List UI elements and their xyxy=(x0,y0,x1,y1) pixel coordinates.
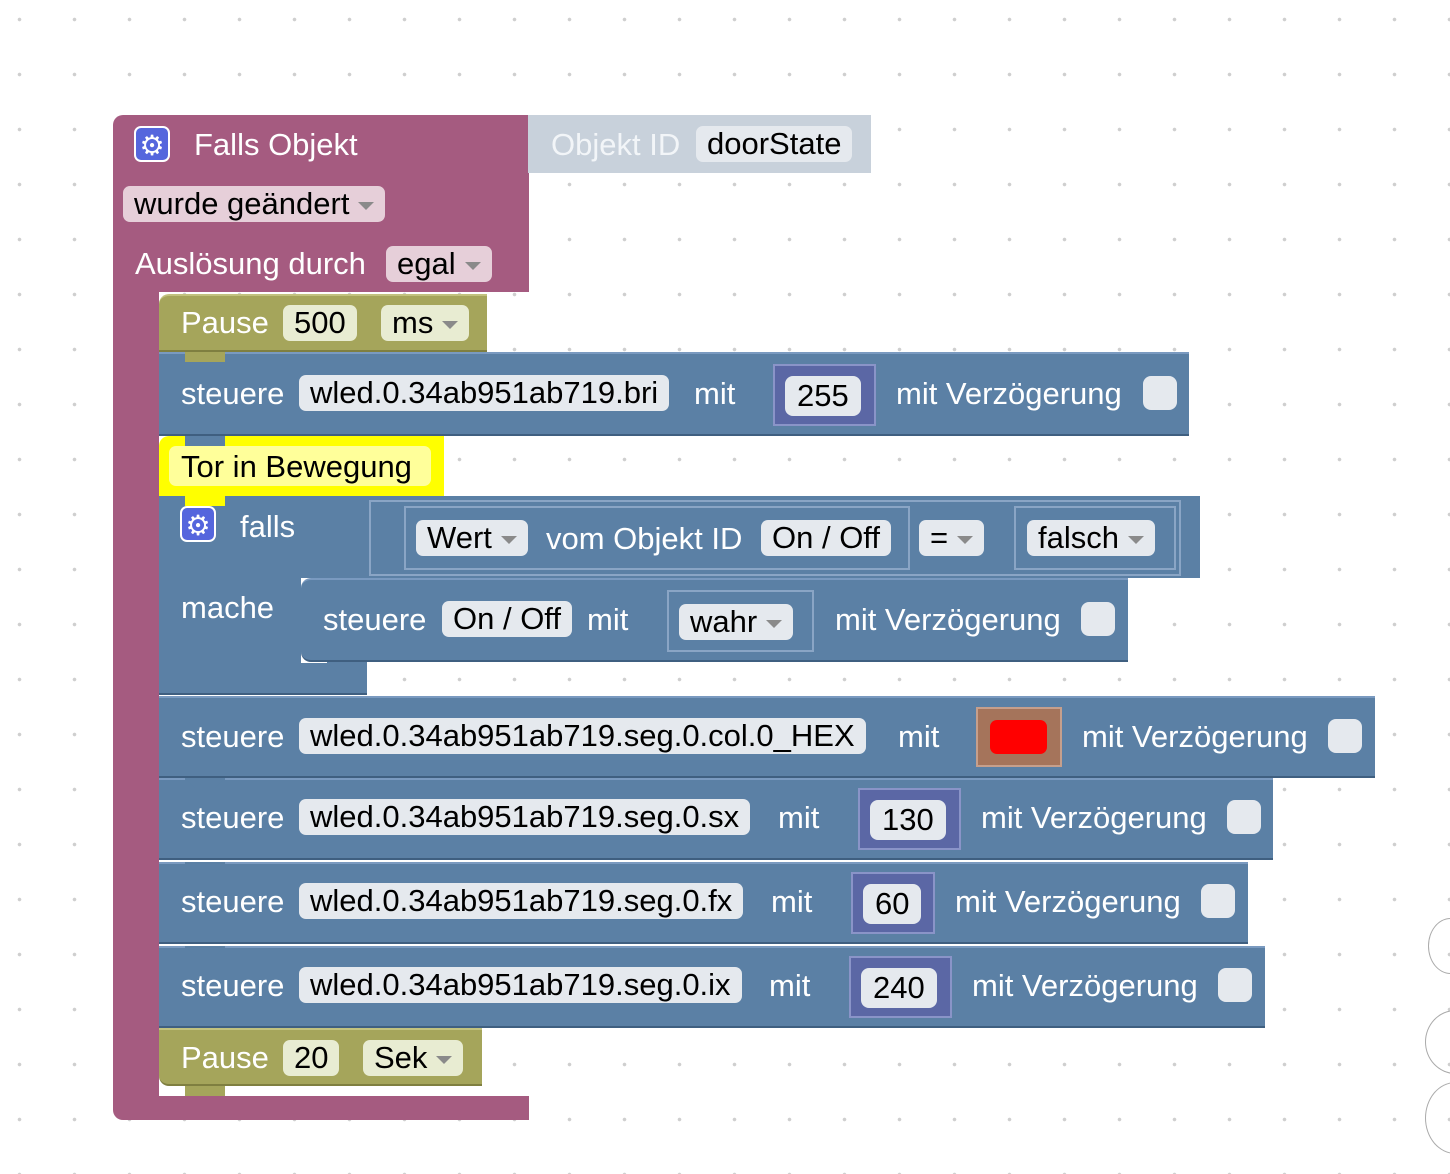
zoom-reset-control[interactable] xyxy=(1428,918,1450,974)
control-with-label: mit xyxy=(587,602,629,637)
chevron-down-icon xyxy=(957,535,974,544)
event-title: Falls Objekt xyxy=(194,127,358,162)
control-verb: steuere xyxy=(181,884,285,919)
delay-label: mit Verzögerung xyxy=(981,800,1207,835)
pause-unit-dropdown[interactable]: Sek xyxy=(363,1040,464,1076)
number-value[interactable]: 255 xyxy=(785,376,861,416)
trigger-by-value: egal xyxy=(397,246,456,281)
trigger-by-label: Auslösung durch xyxy=(135,246,366,281)
condition-object-field[interactable]: On / Off xyxy=(761,520,891,556)
chevron-down-icon xyxy=(1127,535,1144,544)
delay-label: mit Verzögerung xyxy=(1082,719,1308,754)
do-label: mache xyxy=(181,590,275,625)
object-id-field[interactable]: doorState xyxy=(696,126,853,162)
compare-value: falsch xyxy=(1038,520,1119,555)
delay-label: mit Verzögerung xyxy=(972,968,1198,1003)
block-notch xyxy=(185,352,225,362)
inner-value-dropdown[interactable]: wahr xyxy=(679,604,794,640)
control-with-label: mit xyxy=(769,968,811,1003)
chevron-down-icon xyxy=(436,1055,453,1064)
block-notch xyxy=(185,1086,225,1096)
gear-icon[interactable]: ⚙ xyxy=(134,126,170,162)
delay-checkbox[interactable] xyxy=(1328,719,1362,753)
control-verb: steuere xyxy=(181,968,285,1003)
inner-value: wahr xyxy=(690,604,758,639)
pause-value-field[interactable]: 500 xyxy=(283,305,357,341)
control-verb: steuere xyxy=(181,376,285,411)
control-target-field[interactable]: wled.0.34ab951ab719.seg.0.fx xyxy=(299,883,744,919)
operator-dropdown[interactable]: = xyxy=(919,520,985,556)
pause-unit-dropdown[interactable]: ms xyxy=(381,305,470,341)
block-notch xyxy=(185,946,225,956)
block-notch xyxy=(327,662,367,672)
control-with-label: mit xyxy=(898,719,940,754)
trigger-by-dropdown[interactable]: egal xyxy=(386,246,492,282)
delay-checkbox[interactable] xyxy=(1201,884,1235,918)
number-value[interactable]: 130 xyxy=(870,800,946,840)
trigger-value: wurde geändert xyxy=(134,186,350,221)
value-dropdown[interactable]: Wert xyxy=(416,520,528,556)
comment-field[interactable] xyxy=(169,446,431,486)
block-notch xyxy=(185,436,225,446)
color-swatch[interactable] xyxy=(990,720,1047,754)
object-id-label: Objekt ID xyxy=(551,127,681,162)
operator-value: = xyxy=(930,520,949,555)
block-notch xyxy=(185,862,225,872)
if-block-foot xyxy=(159,663,367,695)
control-verb: steuere xyxy=(181,719,285,754)
trigger-dropdown[interactable]: wurde geändert xyxy=(123,186,386,222)
zoom-out-control[interactable] xyxy=(1425,1082,1450,1154)
pause-value-field[interactable]: 20 xyxy=(283,1040,340,1076)
block-notch xyxy=(185,778,225,788)
delay-label: mit Verzögerung xyxy=(896,376,1122,411)
control-verb: steuere xyxy=(323,602,427,637)
chevron-down-icon xyxy=(464,261,481,270)
event-block-spine xyxy=(113,290,159,1098)
compare-value-dropdown[interactable]: falsch xyxy=(1027,520,1155,556)
delay-label: mit Verzögerung xyxy=(955,884,1181,919)
gear-icon[interactable]: ⚙ xyxy=(180,506,216,542)
control-target-field[interactable]: wled.0.34ab951ab719.bri xyxy=(299,375,670,411)
control-target-field[interactable]: wled.0.34ab951ab719.seg.0.col.0_HEX xyxy=(299,718,866,754)
chevron-down-icon xyxy=(442,320,459,329)
comment-text: Tor in Bewegung xyxy=(181,449,412,484)
delay-checkbox[interactable] xyxy=(1218,968,1252,1002)
delay-checkbox[interactable] xyxy=(1081,602,1115,636)
pause-unit-value: Sek xyxy=(374,1040,428,1075)
control-with-label: mit xyxy=(694,376,736,411)
control-with-label: mit xyxy=(778,800,820,835)
of-object-label: vom Objekt ID xyxy=(546,521,743,556)
control-target-field[interactable]: wled.0.34ab951ab719.seg.0.sx xyxy=(299,799,751,835)
zoom-in-control[interactable] xyxy=(1425,1010,1450,1074)
event-block-foot xyxy=(113,1096,529,1120)
control-target-field[interactable]: On / Off xyxy=(442,601,572,637)
pause-label: Pause xyxy=(181,305,269,340)
number-value[interactable]: 60 xyxy=(863,884,922,924)
control-verb: steuere xyxy=(181,800,285,835)
pause-unit-value: ms xyxy=(392,305,434,340)
control-target-field[interactable]: wled.0.34ab951ab719.seg.0.ix xyxy=(299,967,742,1003)
delay-checkbox[interactable] xyxy=(1143,376,1177,410)
if-label: falls xyxy=(240,509,296,544)
chevron-down-icon xyxy=(500,535,517,544)
chevron-down-icon xyxy=(766,619,783,628)
delay-checkbox[interactable] xyxy=(1227,800,1261,834)
chevron-down-icon xyxy=(358,201,375,210)
pause-label: Pause xyxy=(181,1040,269,1075)
value-dropdown-value: Wert xyxy=(427,520,492,555)
block-notch xyxy=(185,496,225,506)
number-value[interactable]: 240 xyxy=(861,968,937,1008)
delay-label: mit Verzögerung xyxy=(835,602,1061,637)
control-with-label: mit xyxy=(771,884,813,919)
